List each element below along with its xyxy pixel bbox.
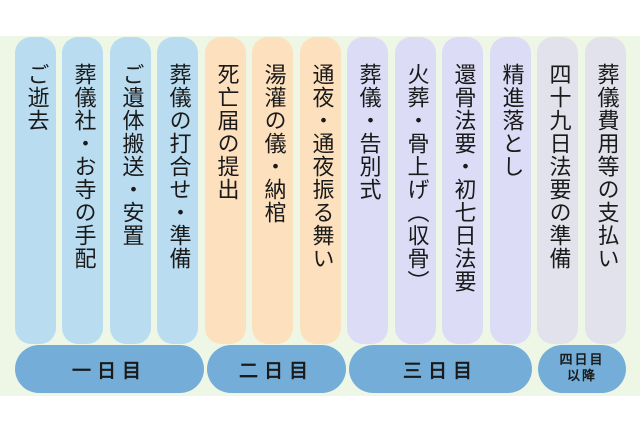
step-label: 湯灌の儀・納棺 bbox=[260, 63, 286, 224]
step-column: 葬儀費用等の支払い bbox=[585, 37, 626, 344]
day-1-pill: 一日目 bbox=[15, 345, 204, 393]
step-label: ご逝去 bbox=[23, 63, 49, 132]
day-label: 一日目 bbox=[71, 359, 147, 382]
step-label: 通夜・通夜振る舞い bbox=[308, 63, 334, 270]
step-column: 湯灌の儀・納棺 bbox=[252, 37, 293, 344]
step-label: 死亡届の提出 bbox=[213, 63, 239, 201]
step-column: 火葬・骨上げ（収骨） bbox=[395, 37, 436, 344]
step-column: 死亡届の提出 bbox=[205, 37, 246, 344]
step-label: ご遺体搬送・安置 bbox=[118, 63, 144, 247]
step-column: 精進落とし bbox=[490, 37, 531, 344]
step-column: 葬儀社・お寺の手配 bbox=[62, 37, 103, 344]
step-label: 精進落とし bbox=[498, 63, 524, 178]
step-column: 葬儀の打合せ・準備 bbox=[157, 37, 198, 344]
day-label-line2: 以降 bbox=[566, 369, 597, 384]
step-column: 葬儀・告別式 bbox=[347, 37, 388, 344]
step-label: 還骨法要・初七日法要 bbox=[450, 63, 476, 293]
day-label: 三日目 bbox=[402, 359, 478, 382]
step-column: 還骨法要・初七日法要 bbox=[442, 37, 483, 344]
step-column: ご遺体搬送・安置 bbox=[110, 37, 151, 344]
step-column: 四十九日法要の準備 bbox=[537, 37, 578, 344]
step-label: 葬儀社・お寺の手配 bbox=[70, 63, 96, 270]
day-4-pill: 四日目 以降 bbox=[538, 345, 626, 393]
day-3-pill: 三日目 bbox=[349, 345, 532, 393]
step-column: ご逝去 bbox=[15, 37, 56, 344]
step-label: 葬儀の打合せ・準備 bbox=[165, 63, 191, 270]
step-label: 葬儀・告別式 bbox=[355, 63, 381, 201]
step-label: 四十九日法要の準備 bbox=[545, 63, 571, 270]
step-label: 葬儀費用等の支払い bbox=[593, 63, 619, 270]
step-column: 通夜・通夜振る舞い bbox=[300, 37, 341, 344]
day-2-pill: 二日目 bbox=[207, 345, 346, 393]
step-label: 火葬・骨上げ（収骨） bbox=[403, 63, 429, 293]
day-label-line1: 四日目 bbox=[559, 353, 605, 368]
day-label: 二日目 bbox=[238, 359, 314, 382]
